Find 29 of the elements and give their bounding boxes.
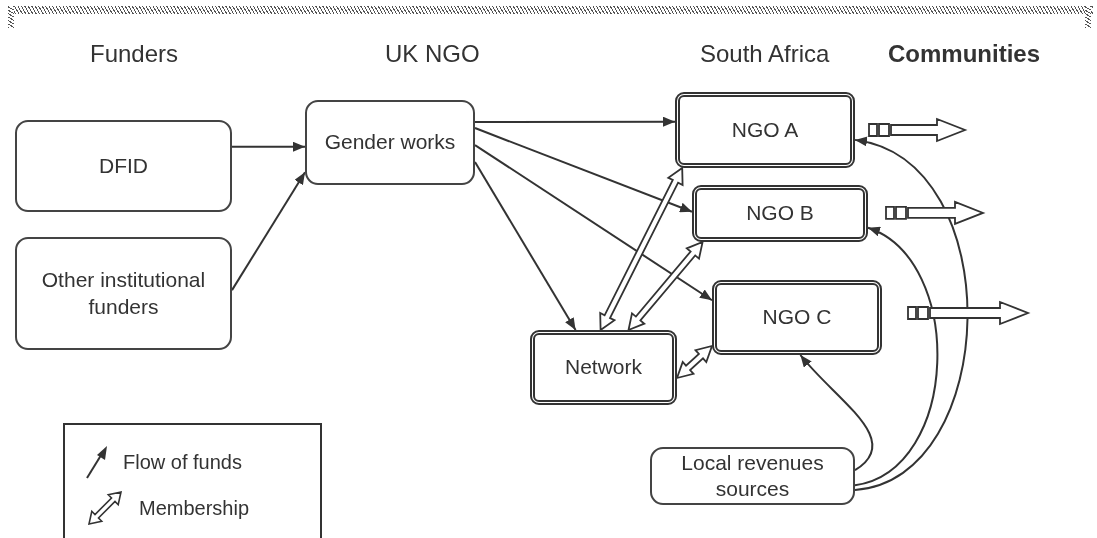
process-box: DFID bbox=[15, 120, 232, 212]
outflow-arrow bbox=[885, 200, 986, 226]
funds-arrow bbox=[799, 354, 874, 472]
funds-arrow bbox=[231, 171, 306, 292]
funds-arrow bbox=[854, 226, 939, 487]
column-heading: Funders bbox=[90, 40, 179, 68]
process-box: Other institutional funders bbox=[15, 237, 232, 350]
funds-arrow bbox=[474, 161, 577, 331]
membership-arrow bbox=[675, 344, 714, 380]
funds-arrow bbox=[231, 141, 306, 152]
process-box: Gender works bbox=[305, 100, 475, 185]
legend-label: Flow of funds bbox=[123, 450, 242, 474]
organisation-box: NGO A bbox=[675, 92, 855, 168]
funds-arrow bbox=[474, 116, 676, 127]
column-heading: South Africa bbox=[700, 40, 830, 68]
funds-arrow bbox=[474, 127, 693, 213]
process-box: Local revenues sources bbox=[650, 447, 855, 505]
organisation-box: Network bbox=[530, 330, 677, 405]
column-heading: Communities bbox=[888, 40, 1040, 68]
column-heading: UK NGO bbox=[385, 40, 480, 68]
organisation-box: NGO B bbox=[692, 185, 868, 242]
outflow-arrow bbox=[907, 300, 1031, 326]
funds-arrow bbox=[474, 144, 713, 302]
outflow-arrow bbox=[868, 117, 968, 143]
funds-arrow bbox=[854, 138, 969, 491]
membership-arrow bbox=[627, 240, 704, 332]
organisation-box: NGO C bbox=[712, 280, 882, 355]
membership-arrow bbox=[599, 166, 684, 332]
legend-label: Membership bbox=[139, 496, 250, 520]
